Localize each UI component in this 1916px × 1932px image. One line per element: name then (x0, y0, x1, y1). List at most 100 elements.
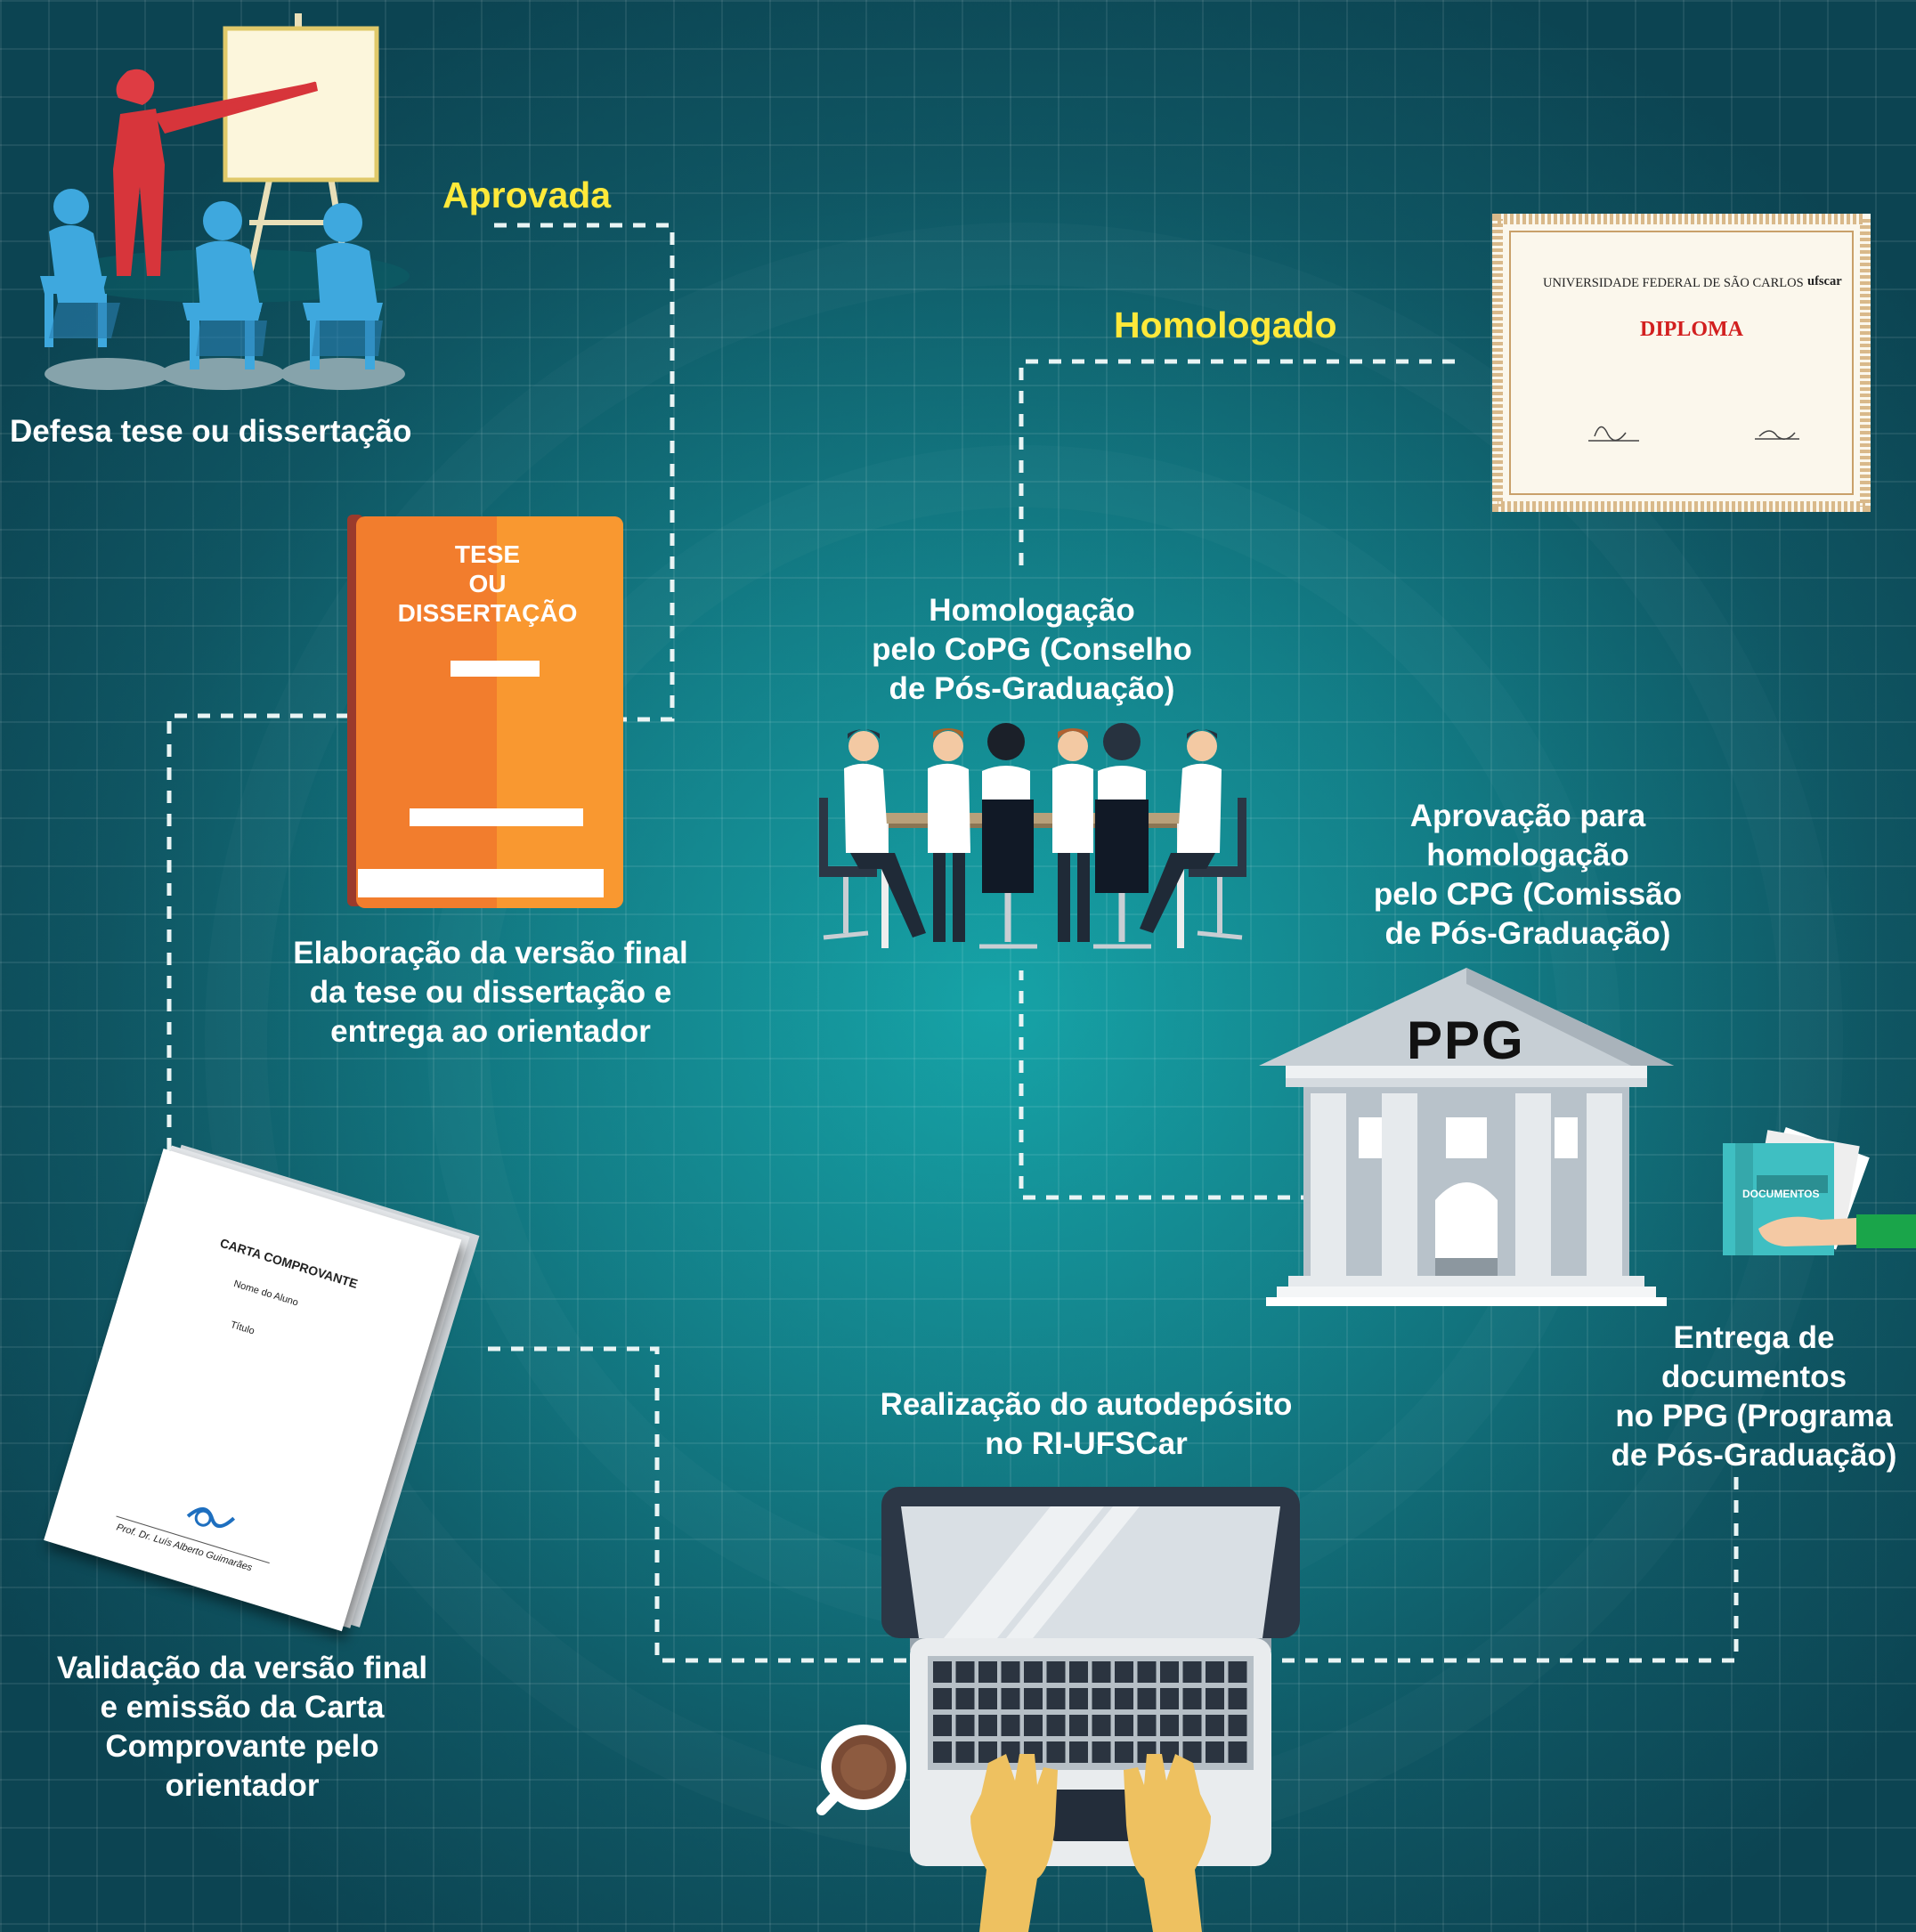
keyboard-key (1092, 1661, 1111, 1683)
keyboard-key (1046, 1688, 1066, 1709)
folder-label: DOCUMENTOS (1742, 1188, 1820, 1200)
keyboard-key (978, 1741, 997, 1763)
keyboard-key (933, 1688, 952, 1709)
keyboard-key (1115, 1688, 1133, 1709)
keyboard-key (1024, 1661, 1043, 1683)
diploma-icon (1492, 214, 1871, 512)
keyboard-key (978, 1715, 997, 1736)
connector-letter-to-laptop (488, 1346, 908, 1663)
keyboard-key (1160, 1715, 1179, 1736)
connector-laptop-to-delivery (1282, 1473, 1739, 1663)
keyboard-key (1160, 1688, 1179, 1709)
keyboard-key (1069, 1661, 1088, 1683)
diploma-title: DIPLOMA (1640, 318, 1743, 341)
keyboard-key (1137, 1661, 1157, 1683)
keyboard-key (1024, 1688, 1043, 1709)
caption-validation-3: Comprovante pelo (105, 1729, 379, 1764)
caption-copg-1: Homologação (929, 593, 1135, 628)
caption-delivery-4: de Pós-Graduação) (1611, 1438, 1897, 1473)
caption-validation-4: orientador (165, 1768, 320, 1803)
keyboard-key (955, 1661, 975, 1683)
keyboard-key (1046, 1741, 1066, 1763)
connector-defense-to-book (494, 223, 675, 722)
keyboard-key (955, 1741, 975, 1763)
caption-defense: Defesa tese ou dissertação (10, 414, 412, 449)
keyboard-key (1115, 1741, 1133, 1763)
keyboard-key (1228, 1715, 1247, 1736)
keyboard-key (1206, 1688, 1224, 1709)
presenter-icon (40, 13, 410, 390)
coffee-cup-icon (816, 1725, 906, 1815)
keyboard-key (1182, 1661, 1202, 1683)
keyboard-key (1182, 1741, 1202, 1763)
connector-copg-to-diploma (1019, 359, 1465, 565)
caption-delivery-2: documentos (1660, 1360, 1847, 1394)
keyboard-key (1092, 1688, 1111, 1709)
caption-copg-3: de Pós-Graduação) (889, 671, 1175, 706)
signature-logo (186, 1507, 236, 1529)
keyboard-key (1069, 1715, 1088, 1736)
keyboard-key (933, 1715, 952, 1736)
keyboard (933, 1661, 1247, 1763)
keyboard-key (1206, 1715, 1224, 1736)
caption-delivery-1: Entrega de (1673, 1320, 1835, 1355)
keyboard-key (1137, 1715, 1157, 1736)
keyboard-key (1024, 1715, 1043, 1736)
keyboard-key (1228, 1661, 1247, 1683)
keyboard-key (1092, 1741, 1111, 1763)
keyboard-key (1001, 1661, 1020, 1683)
building-label: PPG (1407, 1011, 1525, 1070)
caption-validation-2: e emissão da Carta (100, 1690, 385, 1725)
keyboard-key (1228, 1741, 1247, 1763)
caption-cpg-2: homologação (1426, 838, 1629, 873)
keyboard-key (1182, 1688, 1202, 1709)
keyboard-key (978, 1661, 997, 1683)
keyboard-key (1115, 1661, 1133, 1683)
diploma-logo: ufscar (1807, 274, 1842, 288)
caption-cpg-4: de Pós-Graduação) (1384, 916, 1671, 951)
caption-deposit-1: Realização do autodepósito (880, 1387, 1293, 1422)
caption-final-version-3: entrega ao orientador (330, 1014, 651, 1049)
keyboard-key (933, 1661, 952, 1683)
keyboard-key (955, 1688, 975, 1709)
book-title-line3: DISSERTAÇÃO (397, 599, 578, 627)
status-approved: Aprovada (442, 175, 612, 215)
book-icon (347, 515, 623, 908)
keyboard-key (1206, 1741, 1224, 1763)
caption-delivery-3: no PPG (Programa (1615, 1399, 1893, 1433)
keyboard-key (1182, 1715, 1202, 1736)
keyboard-key (1228, 1688, 1247, 1709)
documents-hand-icon (1723, 1127, 1916, 1255)
keyboard-key (1001, 1715, 1020, 1736)
keyboard-key (933, 1741, 952, 1763)
keyboard-key (1160, 1661, 1179, 1683)
keyboard-key (1069, 1688, 1088, 1709)
connector-ppg-to-copg (1019, 970, 1313, 1200)
building-icon (1259, 968, 1674, 1306)
meeting-icon (819, 723, 1246, 949)
caption-final-version-1: Elaboração da versão final (293, 936, 688, 970)
keyboard-key (1092, 1715, 1111, 1736)
keyboard-key (1001, 1688, 1020, 1709)
book-title-line1: TESE (454, 540, 521, 568)
diploma-university: UNIVERSIDADE FEDERAL DE SÃO CARLOS (1543, 276, 1804, 290)
keyboard-key (978, 1688, 997, 1709)
keyboard-key (1046, 1715, 1066, 1736)
keyboard-key (1069, 1741, 1088, 1763)
caption-cpg-1: Aprovação para (1409, 799, 1646, 833)
certificate-letter-icon: CARTA COMPROVANTE Nome do Aluno Título P… (42, 1144, 480, 1642)
keyboard-key (1206, 1661, 1224, 1683)
caption-final-version-2: da tese ou dissertação e (309, 975, 672, 1010)
keyboard-key (1137, 1688, 1157, 1709)
laptop-icon (881, 1487, 1300, 1932)
caption-validation-1: Validação da versão final (56, 1651, 428, 1685)
book-title-line2: OU (468, 570, 507, 597)
status-homologated: Homologado (1114, 304, 1337, 345)
keyboard-key (1115, 1715, 1133, 1736)
caption-cpg-3: pelo CPG (Comissão (1373, 877, 1683, 912)
keyboard-key (955, 1715, 975, 1736)
keyboard-key (1046, 1661, 1066, 1683)
caption-deposit-2: no RI-UFSCar (985, 1426, 1188, 1461)
caption-copg-2: pelo CoPG (Conselho (872, 632, 1192, 667)
